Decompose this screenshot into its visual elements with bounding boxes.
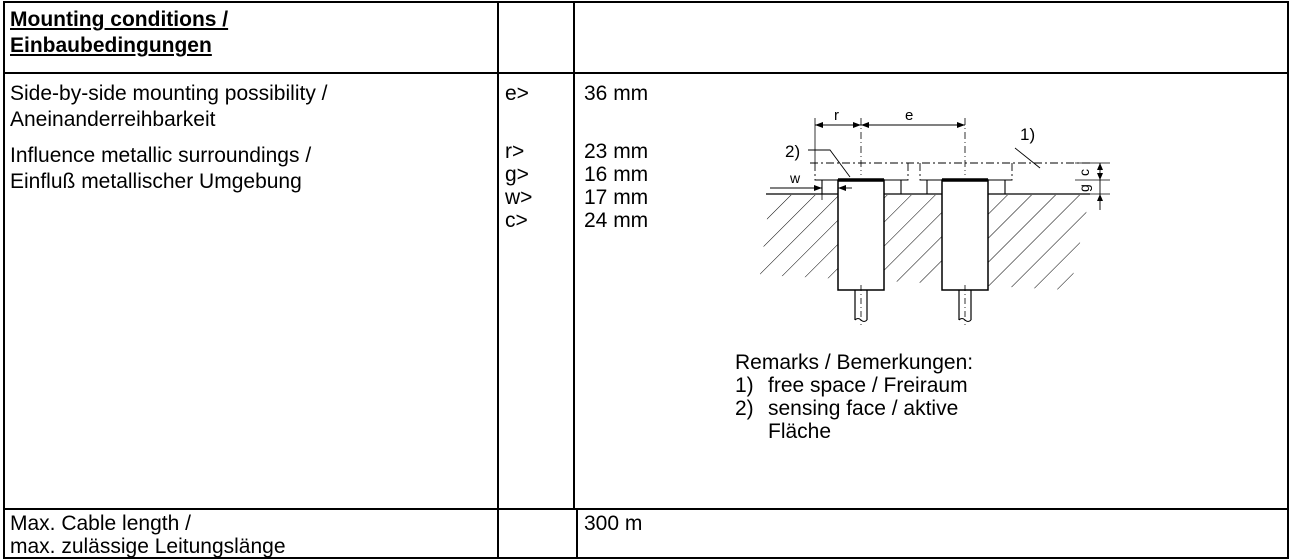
param-value-e: 36 mm: [584, 82, 649, 105]
remark-2-num: 2): [735, 397, 754, 420]
section-title-line2: Einbaubedingungen: [10, 34, 212, 57]
cable-length-label-line2: max. zulässige Leitungslänge: [10, 535, 286, 558]
mounting-material-hatch: [760, 195, 1090, 290]
remark-1-text: free space / Freiraum: [768, 374, 968, 397]
param-symbol-e: e>: [505, 82, 529, 105]
section-title-line1: Mounting conditions /: [10, 8, 229, 31]
table-border-right: [1287, 1, 1289, 559]
influence-label-line1: Influence metallic surroundings /: [10, 144, 312, 167]
param-symbol-c: c>: [505, 209, 528, 232]
remark-2-text-cont: Fläche: [768, 420, 832, 443]
leader-sensing-face: [808, 149, 851, 178]
side-by-side-label-line1: Side-by-side mounting possibility /: [10, 82, 328, 105]
param-value-g: 16 mm: [584, 163, 649, 186]
table-divider-col1: [497, 1, 499, 559]
influence-label-line2: Einfluß metallischer Umgebung: [10, 170, 302, 193]
diagram-label-w: w: [789, 170, 801, 186]
table-divider-col2-lower: [576, 508, 578, 559]
leader-free-space: [1014, 147, 1041, 169]
table-border-bottom: [3, 557, 1289, 559]
diagram-label-one: 1): [1020, 125, 1035, 144]
param-symbol-g: g>: [505, 163, 529, 186]
diagram-label-two: 2): [785, 142, 800, 161]
param-symbol-w: w>: [505, 186, 533, 209]
param-value-r: 23 mm: [584, 140, 649, 163]
remark-2-text: sensing face / aktive: [768, 397, 959, 420]
remarks-title: Remarks / Bemerkungen:: [735, 351, 974, 374]
remark-1-num: 1): [735, 374, 754, 397]
table-divider-col2-upper: [573, 1, 575, 509]
table-border-top: [3, 1, 1289, 3]
diagram-label-r: r: [834, 107, 839, 124]
side-by-side-label-line2: Aneinanderreihbarkeit: [10, 108, 216, 131]
cable-length-value: 300 m: [584, 512, 643, 535]
table-border-left: [3, 1, 5, 559]
table-divider-cable: [3, 508, 1289, 510]
table-divider-header: [3, 72, 1289, 74]
param-value-w: 17 mm: [584, 186, 649, 209]
diagram-label-g: g: [1076, 184, 1092, 192]
free-space-outline: [810, 162, 1090, 194]
cable-length-label-line1: Max. Cable length /: [10, 512, 191, 535]
diagram-label-c: c: [1076, 169, 1092, 176]
param-symbol-r: r>: [505, 140, 525, 163]
param-value-c: 24 mm: [584, 209, 649, 232]
diagram-label-e: e: [905, 107, 913, 124]
